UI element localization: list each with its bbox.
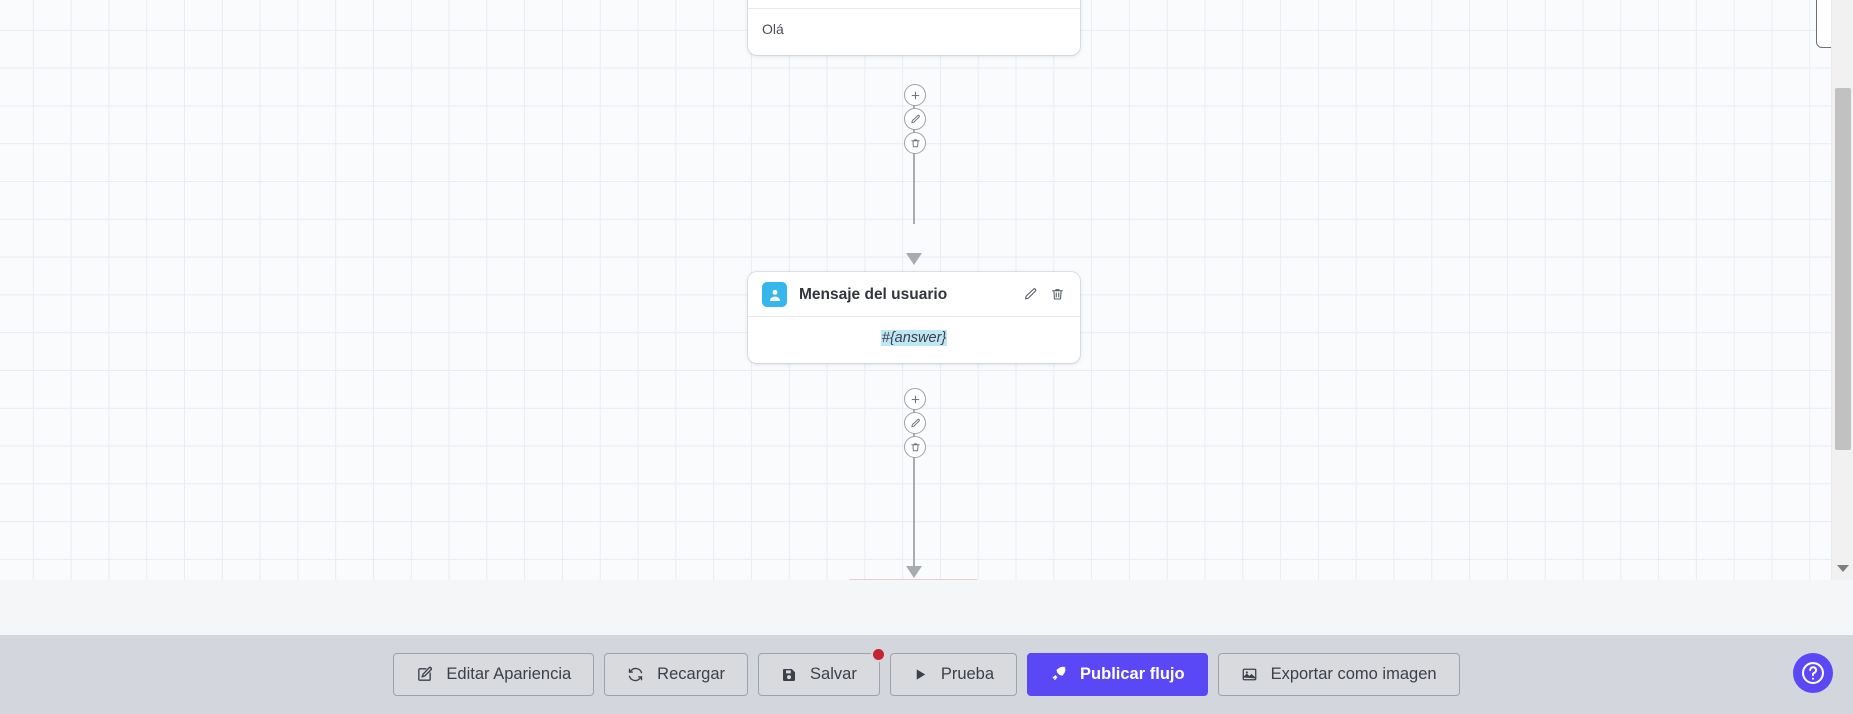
export-as-image-button[interactable]: Exportar como imagen [1217, 653, 1460, 696]
trash-icon[interactable] [1049, 286, 1066, 303]
scrollbar-thumb[interactable] [1835, 88, 1851, 450]
pencil-icon[interactable] [1022, 286, 1039, 303]
node-header: Mensaje del Sistema [748, 0, 1080, 9]
question-circle-icon [1802, 662, 1824, 684]
edge-arrow-system-to-user [906, 253, 922, 265]
node-user-message[interactable]: Mensaje del usuario #{answer} [748, 272, 1080, 363]
delete-connector-button[interactable] [904, 436, 926, 458]
button-label: Salvar [810, 665, 857, 683]
node-system-message[interactable]: Mensaje del Sistema Olá [748, 0, 1080, 55]
edit-appearance-button[interactable]: Editar Apariencia [393, 653, 595, 696]
chevron-down-icon[interactable] [1837, 565, 1849, 572]
save-floppy-icon [781, 667, 797, 683]
user-icon [762, 282, 787, 307]
help-button[interactable] [1793, 653, 1833, 693]
image-icon [1241, 666, 1258, 683]
button-label: Recargar [657, 665, 726, 683]
flow-canvas[interactable]: Mensaje del Sistema Olá [0, 0, 1831, 580]
connector-toolbar-user [904, 388, 926, 460]
add-node-button[interactable] [904, 84, 926, 106]
delete-connector-button[interactable] [904, 132, 926, 154]
button-label: Exportar como imagen [1270, 665, 1437, 683]
edge-arrow-user-to-next [906, 566, 922, 578]
node-body-text: Olá [762, 21, 784, 37]
publish-flow-button[interactable]: Publicar flujo [1027, 653, 1208, 696]
node-body: #{answer} [748, 317, 1080, 363]
vertical-scrollbar[interactable] [1831, 0, 1853, 580]
button-label: Editar Apariencia [446, 665, 572, 683]
play-icon [913, 667, 928, 682]
rocket-icon [1050, 666, 1067, 683]
unsaved-changes-badge [870, 647, 886, 662]
bottom-toolbar: Editar Apariencia Recargar Salvar [0, 635, 1853, 714]
variable-chip-answer: #{answer} [880, 330, 948, 346]
edit-square-icon [416, 666, 433, 683]
save-button[interactable]: Salvar [758, 647, 886, 696]
edge-line-system-to-user [913, 84, 915, 224]
node-header: Mensaje del usuario [748, 272, 1080, 317]
reload-button[interactable]: Recargar [604, 653, 749, 696]
button-label: Publicar flujo [1080, 665, 1185, 683]
node-actions [1022, 286, 1066, 303]
refresh-icon [627, 666, 644, 683]
connector-toolbar-system [904, 84, 926, 156]
add-node-button[interactable] [904, 388, 926, 410]
offscreen-panel[interactable] [1816, 0, 1831, 48]
edge-line-user-to-next [913, 400, 915, 572]
edit-connector-button[interactable] [904, 412, 926, 434]
edit-connector-button[interactable] [904, 108, 926, 130]
canvas-footer-gap [0, 580, 1853, 635]
next-node-top-edge [849, 579, 977, 580]
button-label: Prueba [940, 665, 995, 683]
node-title: Mensaje del usuario [799, 285, 948, 303]
test-button[interactable]: Prueba [889, 653, 1018, 696]
